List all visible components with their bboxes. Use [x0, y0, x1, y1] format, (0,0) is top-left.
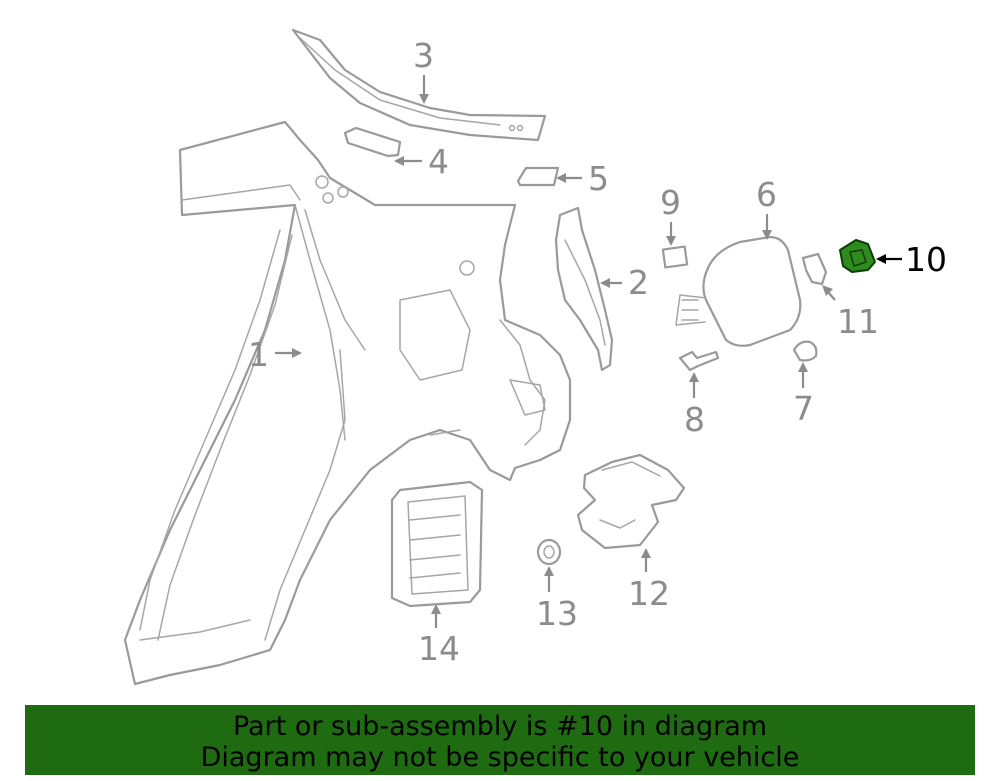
part-9-pad[interactable]: [661, 245, 689, 269]
part-8-screw[interactable]: [678, 350, 720, 372]
callout-3[interactable]: 3: [413, 36, 434, 104]
part-13-grommet[interactable]: [536, 538, 562, 566]
callout-14[interactable]: 14: [418, 604, 460, 668]
callout-9-label: 9: [660, 183, 681, 222]
part-1-quarter-panel[interactable]: [123, 120, 572, 686]
callout-10-label: 10: [905, 240, 947, 279]
callout-1[interactable]: 1: [248, 335, 302, 374]
callout-4-label: 4: [428, 142, 449, 181]
callout-8-label: 8: [684, 400, 705, 439]
callout-6-label: 6: [756, 175, 777, 214]
parts-diagram: 1 2 3 4 5 6 7 8 9 10: [123, 28, 947, 686]
part-14-panel[interactable]: [390, 480, 484, 608]
part-7-plug[interactable]: [792, 340, 818, 362]
part-10-highlighted[interactable]: [839, 239, 876, 273]
callout-1-label: 1: [248, 335, 269, 374]
banner-line-2: Diagram may not be specific to your vehi…: [200, 742, 800, 773]
part-4-bracket[interactable]: [343, 126, 402, 158]
callout-13-label: 13: [536, 594, 578, 633]
callout-5[interactable]: 5: [556, 159, 609, 198]
callout-3-label: 3: [413, 36, 434, 75]
callout-5-label: 5: [588, 159, 609, 198]
callout-4[interactable]: 4: [394, 142, 449, 181]
callout-7[interactable]: 7: [793, 362, 814, 428]
callout-13[interactable]: 13: [536, 566, 578, 633]
part-2-bracket[interactable]: [554, 206, 614, 372]
callout-10[interactable]: 10: [876, 240, 947, 279]
callout-14-label: 14: [418, 629, 460, 668]
callout-2-label: 2: [628, 263, 649, 302]
part-5-clip[interactable]: [516, 166, 560, 187]
callout-7-label: 7: [793, 389, 814, 428]
part-12-housing[interactable]: [576, 453, 686, 550]
part-6-fuel-door[interactable]: [675, 235, 802, 347]
callout-11[interactable]: 11: [822, 285, 879, 341]
callout-12-label: 12: [628, 574, 670, 613]
callout-11-label: 11: [837, 302, 879, 341]
part-11-bracket[interactable]: [801, 252, 828, 286]
part-3-rail[interactable]: [291, 28, 547, 142]
callout-2[interactable]: 2: [600, 263, 649, 302]
callout-9[interactable]: 9: [660, 183, 681, 246]
banner-line-1: Part or sub-assembly is #10 in diagram: [232, 711, 768, 742]
callout-6[interactable]: 6: [756, 175, 777, 240]
callout-12[interactable]: 12: [628, 548, 670, 613]
info-banner: Part or sub-assembly is #10 in diagram D…: [25, 705, 975, 775]
callout-8[interactable]: 8: [684, 372, 705, 439]
